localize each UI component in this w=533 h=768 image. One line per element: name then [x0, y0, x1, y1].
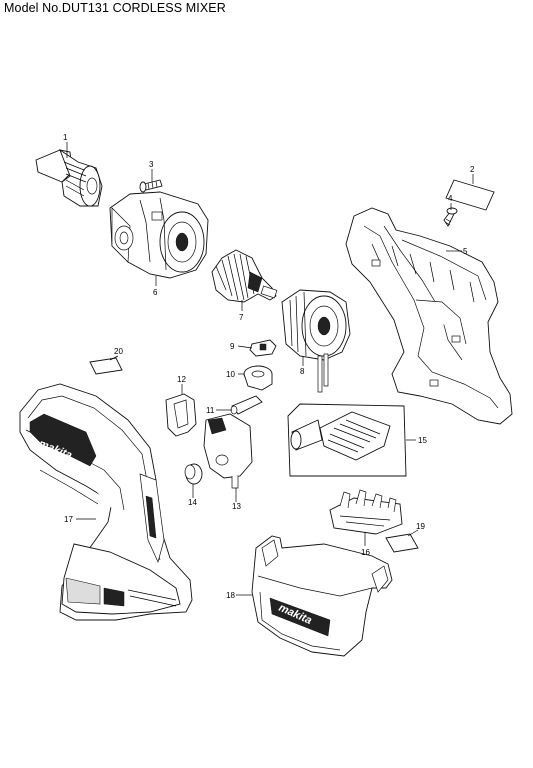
part-12-lever[interactable]	[165, 393, 197, 437]
callout-6: 6	[153, 288, 158, 297]
part-15-set-kit[interactable]	[287, 403, 407, 477]
callout-17: 17	[64, 515, 73, 524]
callout-4: 4	[448, 194, 453, 203]
callout-8: 8	[300, 367, 305, 376]
part-4-screw[interactable]	[443, 207, 458, 227]
callout-18: 18	[226, 591, 235, 600]
callout-15: 15	[418, 436, 427, 445]
part-17-housing[interactable]: makita	[19, 383, 193, 621]
part-3-screw[interactable]	[139, 179, 163, 193]
callout-9: 9	[230, 342, 235, 351]
callout-10: 10	[226, 370, 235, 379]
part-14-speed-dial[interactable]	[184, 463, 203, 485]
callout-16: 16	[361, 548, 370, 557]
callout-11: 11	[206, 406, 215, 415]
callout-20: 20	[114, 347, 123, 356]
part-2-label[interactable]	[445, 179, 495, 211]
part-7-armature[interactable]	[211, 249, 278, 303]
callout-3: 3	[149, 160, 154, 169]
part-10-cap[interactable]	[243, 365, 273, 391]
part-18-battery-cover[interactable]: makita	[251, 535, 393, 657]
part-20-label[interactable]	[89, 357, 123, 375]
leader-lines	[66, 142, 474, 596]
callout-1: 1	[63, 133, 68, 142]
callout-numbers: 1 2 3 4 5 6 7 8 9 10 11 12 13 14 15 16 1…	[63, 133, 475, 600]
part-19-label[interactable]	[385, 533, 419, 553]
part-9-brush[interactable]	[249, 339, 277, 357]
part-6-gear-housing[interactable]	[109, 191, 209, 279]
page-title: Model No.DUT131 CORDLESS MIXER	[4, 1, 226, 15]
part-8-motor-stator[interactable]	[281, 289, 351, 393]
callout-12: 12	[177, 375, 186, 384]
callout-7: 7	[239, 313, 244, 322]
callout-2: 2	[470, 165, 475, 174]
part-11-lock-button[interactable]	[230, 395, 263, 415]
callout-13: 13	[232, 502, 241, 511]
part-5-housing[interactable]	[345, 207, 513, 425]
callout-19: 19	[416, 522, 425, 531]
part-1-drill-chuck[interactable]	[35, 148, 103, 207]
callout-14: 14	[188, 498, 197, 507]
callout-5: 5	[463, 247, 468, 256]
part-13-switch[interactable]	[203, 413, 253, 489]
part-16-terminal[interactable]	[329, 489, 403, 535]
